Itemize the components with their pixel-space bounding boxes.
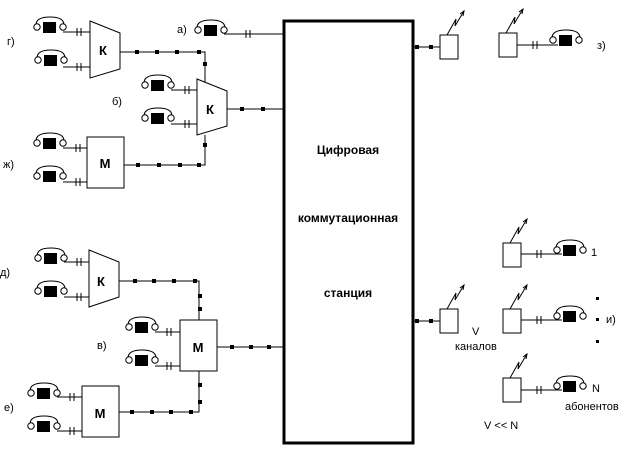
multiplexer-label: М <box>193 340 204 355</box>
radio-terminal-z <box>498 32 518 58</box>
antenna-icon <box>509 218 528 244</box>
ellipsis-dots <box>596 297 599 343</box>
phone-icon <box>34 49 68 67</box>
phone-icon <box>33 165 67 183</box>
antenna-icon <box>505 8 524 34</box>
concentrator-label: К <box>99 43 107 58</box>
label-e: е) <box>4 402 14 414</box>
phone-icon <box>33 132 67 150</box>
channels-label: каналов <box>455 341 497 353</box>
antenna-icon <box>509 353 528 379</box>
multiplexer-label: М <box>100 156 111 171</box>
radio-terminal-1 <box>502 242 522 268</box>
station-title-line3: станция <box>324 286 372 300</box>
antenna-icon <box>509 284 528 310</box>
switching-station <box>282 19 415 445</box>
label-zh: ж) <box>3 159 14 171</box>
concentrator-g <box>89 20 121 79</box>
radio-base-i <box>439 308 459 334</box>
concentrator-label: К <box>206 102 214 117</box>
phone-icon <box>34 247 68 265</box>
phone-icon <box>125 349 159 367</box>
subscriber-1-label: 1 <box>591 247 597 259</box>
phone-icon <box>27 415 61 433</box>
station-title-line2: коммутационная <box>298 211 398 225</box>
phone-icon <box>141 107 175 125</box>
station-title-line1: Цифровая <box>317 143 379 157</box>
multiplexer-zh <box>86 136 125 189</box>
radio-terminal-n <box>502 377 522 403</box>
subscribers-label: абонентов <box>565 401 619 413</box>
antenna-icon <box>446 284 465 310</box>
subscriber-n-label: N <box>592 383 600 395</box>
radio-terminal-2 <box>502 308 522 334</box>
label-z: з) <box>597 40 606 52</box>
phone-icon <box>549 29 583 47</box>
phone-icon <box>125 316 159 334</box>
concentrator-label: К <box>97 274 105 289</box>
label-v: в) <box>97 340 107 352</box>
phone-icon <box>33 16 67 34</box>
label-a: а) <box>177 24 187 36</box>
phone-icon <box>194 19 228 37</box>
multiplexer-label: М <box>95 406 106 421</box>
label-d: д) <box>0 267 10 279</box>
label-i: и) <box>606 314 616 326</box>
radio-base-z <box>439 34 459 60</box>
concentrator-d <box>88 249 120 308</box>
antenna-icon <box>446 10 465 36</box>
phone-icon <box>141 74 175 92</box>
concentrator-b <box>196 78 228 136</box>
channels-v-label: V <box>472 326 480 338</box>
phone-icon <box>27 382 61 400</box>
multiplexer-v <box>179 319 218 372</box>
multiplexer-e <box>81 385 120 438</box>
relation-label: V << N <box>484 420 518 432</box>
phone-icon <box>34 280 68 298</box>
label-b: б) <box>112 96 122 108</box>
label-g: г) <box>7 36 15 48</box>
